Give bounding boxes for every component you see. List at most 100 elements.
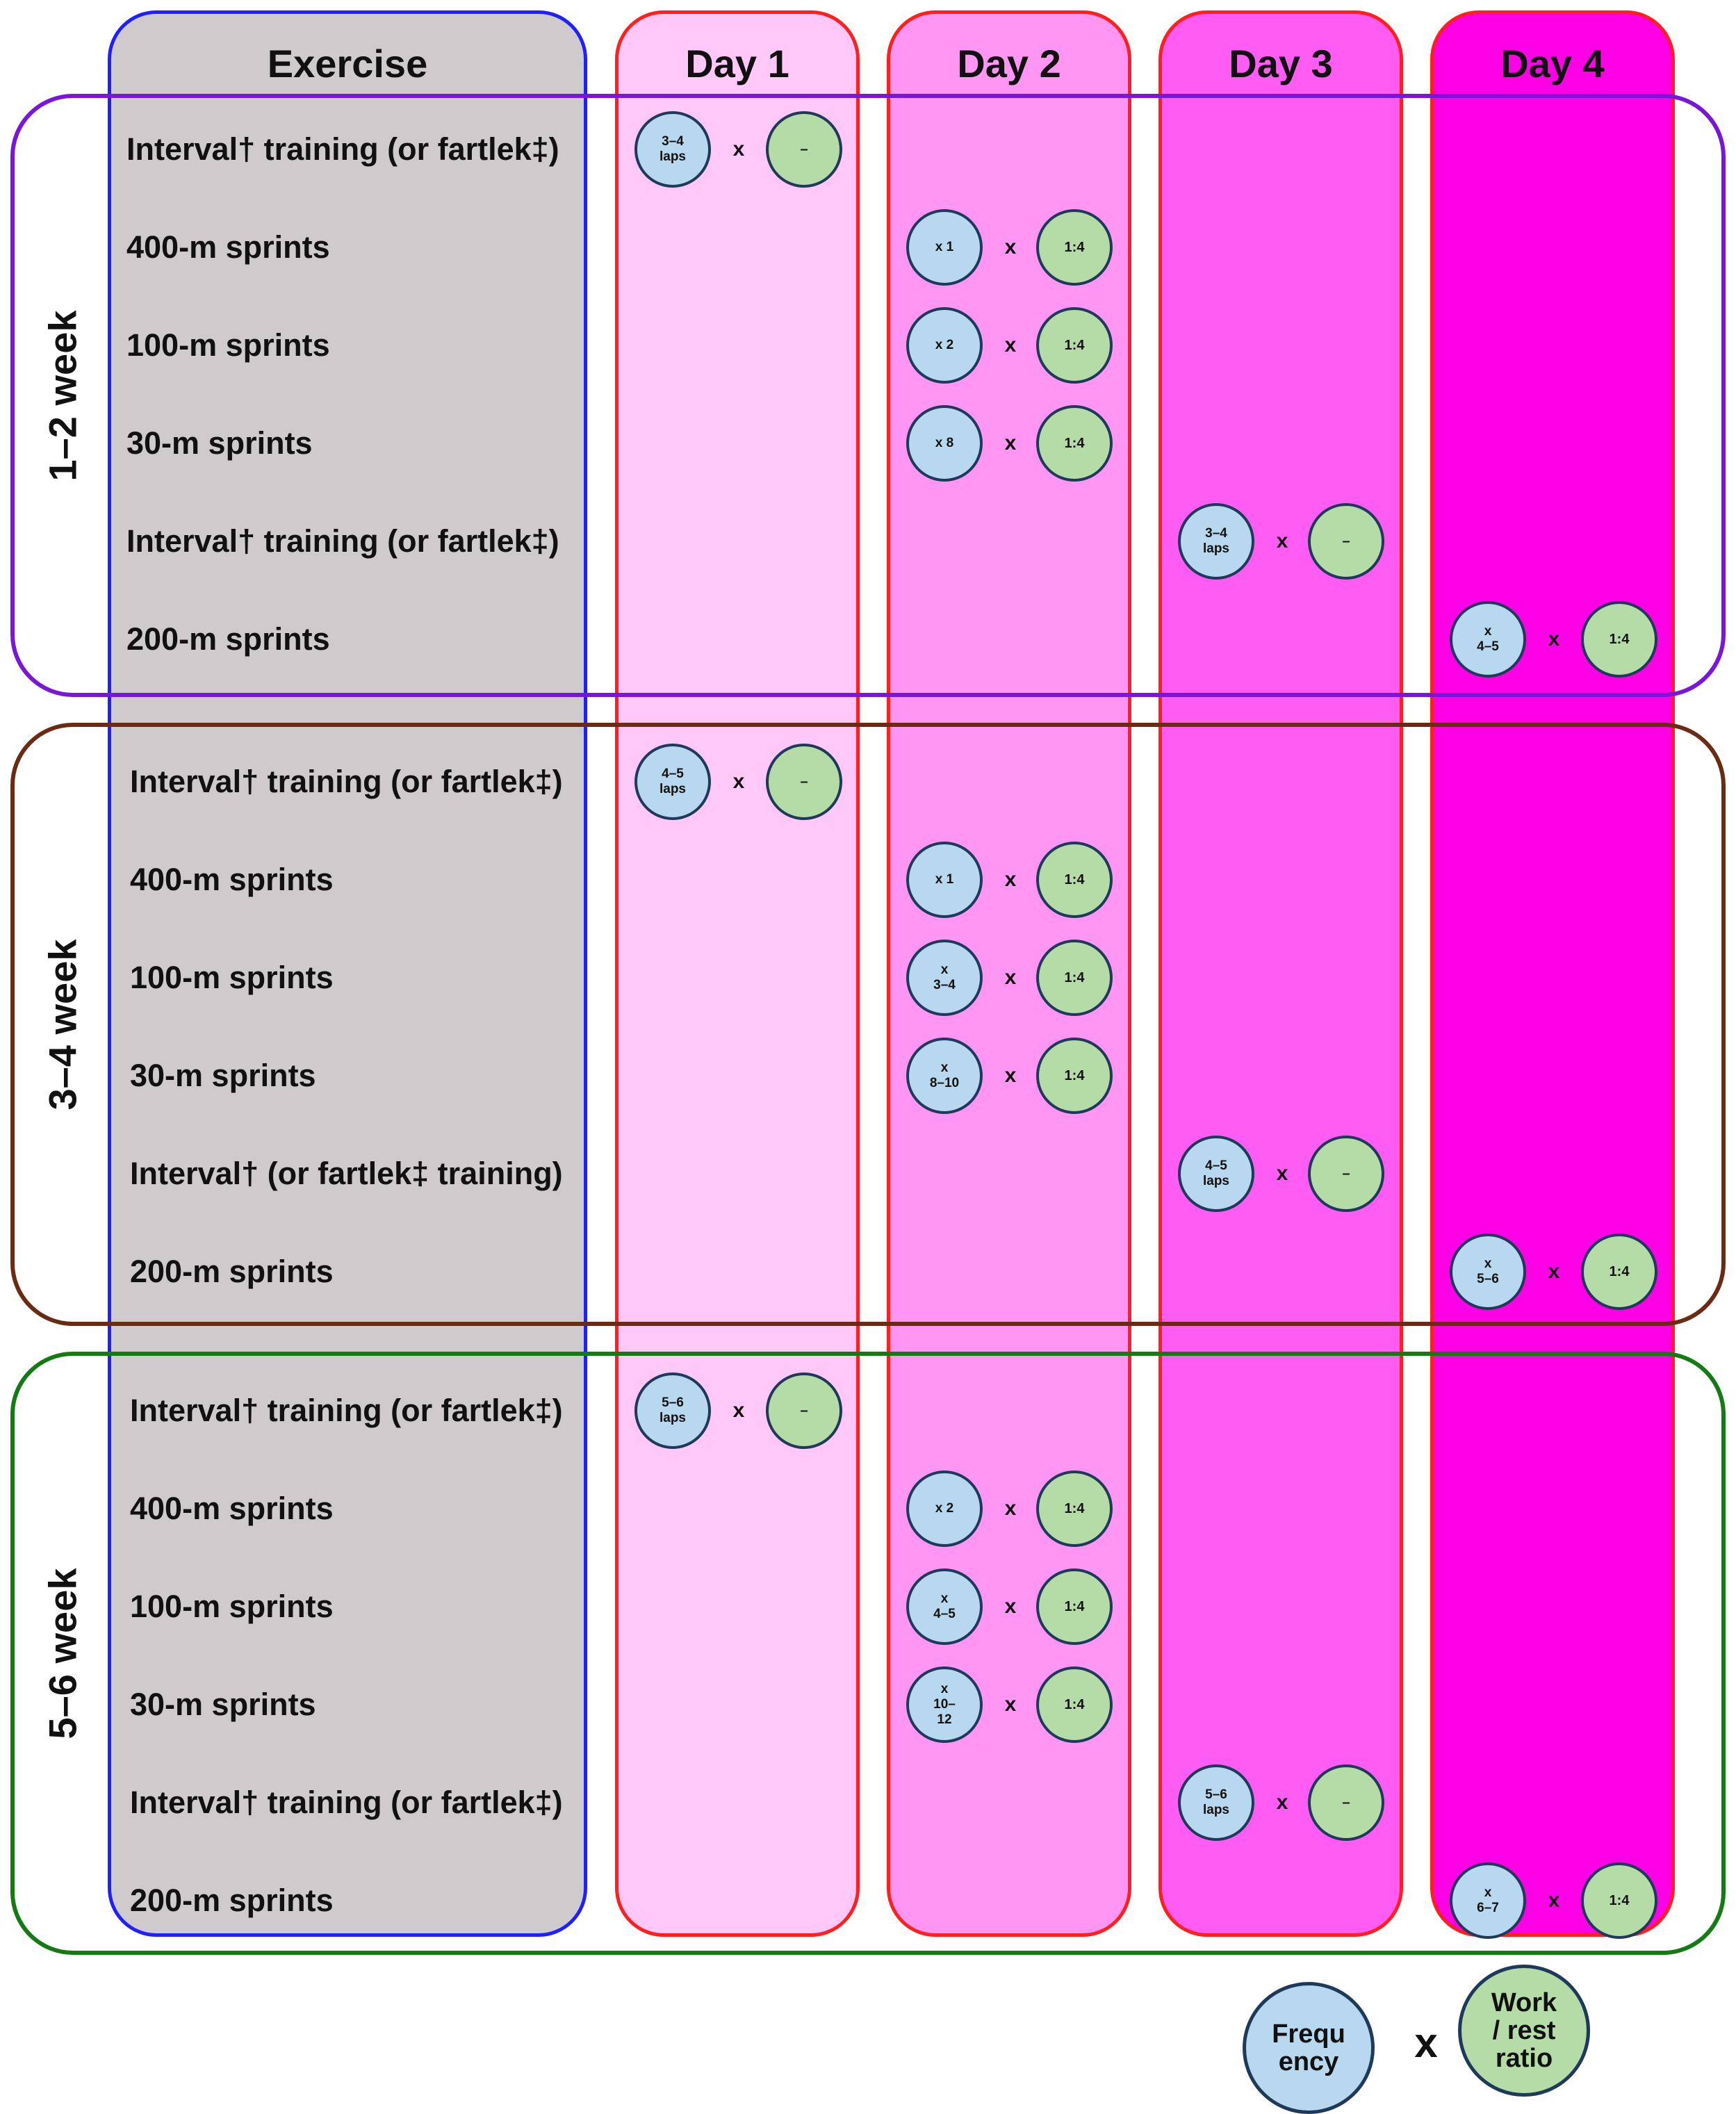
frequency-text: 5–6 bbox=[1205, 1787, 1227, 1802]
ratio-text: – bbox=[1342, 1166, 1350, 1181]
ratio-circle: 1:4 bbox=[1036, 1038, 1113, 1114]
frequency-circle: x 1 bbox=[906, 209, 983, 286]
frequency-text: laps bbox=[659, 149, 687, 164]
multiply-sign: x bbox=[1276, 1791, 1288, 1814]
ratio-text: – bbox=[800, 1403, 808, 1418]
exercise-label: 200-m sprints bbox=[130, 1254, 334, 1289]
ratio-text: 1:4 bbox=[1064, 1068, 1085, 1083]
frequency-text: laps bbox=[1202, 541, 1230, 556]
ratio-text: 1:4 bbox=[1064, 240, 1085, 255]
ratio-text: – bbox=[800, 142, 808, 157]
exercise-label: Interval† (or fartlek‡ training) bbox=[130, 1156, 563, 1191]
exercise-label: 100-m sprints bbox=[130, 1589, 334, 1624]
multiply-sign: x bbox=[1004, 432, 1017, 454]
ratio-text: 1:4 bbox=[1609, 1264, 1630, 1279]
exercise-label: 200-m sprints bbox=[130, 1883, 334, 1918]
multiply-sign: x bbox=[1548, 1260, 1560, 1283]
frequency-text: laps bbox=[1202, 1174, 1230, 1188]
frequency-text: 3–4 bbox=[1205, 526, 1227, 541]
ratio-circle: 1:4 bbox=[1581, 601, 1657, 678]
ratio-text: 1:4 bbox=[1064, 1501, 1085, 1516]
ratio-circle: 1:4 bbox=[1581, 1862, 1657, 1939]
frequency-text: 5–6 bbox=[662, 1395, 684, 1410]
exercise-label: Interval† training (or fartlek‡) bbox=[130, 764, 563, 799]
frequency-text: x 1 bbox=[935, 240, 954, 254]
frequency-text: 10– bbox=[933, 1697, 956, 1712]
day-2-header: Day 2 bbox=[957, 42, 1061, 85]
ratio-circle: 1:4 bbox=[1036, 1470, 1113, 1547]
frequency-text: 4–5 bbox=[1477, 639, 1499, 654]
ratio-circle: 1:4 bbox=[1036, 307, 1113, 384]
frequency-text: 4–5 bbox=[1205, 1158, 1227, 1173]
exercise-label: 400-m sprints bbox=[130, 1491, 334, 1526]
exercise-label: Interval† training (or fartlek‡) bbox=[130, 1785, 563, 1820]
frequency-text: 4–5 bbox=[662, 767, 684, 781]
ratio-circle: – bbox=[1308, 1764, 1384, 1841]
ratio-circle: 1:4 bbox=[1036, 842, 1113, 918]
legend-frequency-circle: Frequ ency bbox=[1243, 1982, 1375, 2114]
multiply-sign: x bbox=[732, 1399, 745, 1422]
legend-ratio-circle: Work / rest ratio bbox=[1458, 1965, 1590, 2097]
week-block-3-frame bbox=[10, 1352, 1726, 1955]
ratio-circle: – bbox=[766, 1373, 842, 1449]
ratio-text: – bbox=[1342, 1795, 1350, 1810]
legend-frequency-line: Frequ bbox=[1272, 2019, 1345, 2049]
frequency-text: x bbox=[940, 1060, 949, 1075]
frequency-text: laps bbox=[659, 782, 687, 796]
exercise-label: 400-m sprints bbox=[130, 862, 334, 897]
frequency-circle: x 8 bbox=[906, 405, 983, 482]
exercise-label: Interval† training (or fartlek‡) bbox=[126, 523, 559, 559]
exercise-label: 400-m sprints bbox=[126, 229, 330, 265]
ratio-circle: 1:4 bbox=[1036, 1666, 1113, 1743]
frequency-text: laps bbox=[1202, 1803, 1230, 1817]
ratio-text: – bbox=[800, 774, 808, 789]
frequency-text: x bbox=[940, 962, 949, 977]
day-3-header: Day 3 bbox=[1229, 42, 1333, 85]
exercise-header: Exercise bbox=[267, 42, 428, 85]
multiply-sign: x bbox=[1004, 868, 1017, 891]
frequency-text: 3–4 bbox=[662, 134, 684, 149]
multiply-sign: x bbox=[1004, 1064, 1017, 1087]
frequency-text: x bbox=[1484, 1256, 1492, 1271]
frequency-text: laps bbox=[659, 1411, 687, 1425]
legend-ratio-line: ratio bbox=[1495, 2044, 1553, 2073]
multiply-sign: x bbox=[1004, 1497, 1017, 1520]
frequency-text: x bbox=[940, 1682, 949, 1696]
ratio-text: 1:4 bbox=[1064, 970, 1085, 985]
ratio-text: 1:4 bbox=[1064, 338, 1085, 353]
legend-ratio-line: Work bbox=[1491, 1988, 1557, 2017]
ratio-circle: 1:4 bbox=[1036, 940, 1113, 1016]
week-label-1: 1–2 week bbox=[40, 310, 85, 481]
frequency-text: 12 bbox=[937, 1712, 952, 1727]
frequency-text: 6–7 bbox=[1477, 1901, 1499, 1915]
multiply-sign: x bbox=[1276, 1162, 1288, 1185]
exercise-label: 200-m sprints bbox=[126, 621, 330, 657]
day-4-header: Day 4 bbox=[1500, 42, 1605, 85]
ratio-circle: – bbox=[766, 744, 842, 820]
week-label-2: 3–4 week bbox=[40, 939, 85, 1110]
day-4-column bbox=[1430, 10, 1675, 1937]
exercise-label: 30-m sprints bbox=[130, 1058, 316, 1093]
ratio-circle: 1:4 bbox=[1036, 209, 1113, 286]
frequency-text: 8–10 bbox=[929, 1076, 960, 1090]
exercise-label: Interval† training (or fartlek‡) bbox=[130, 1393, 563, 1428]
multiply-sign: x bbox=[732, 138, 745, 161]
exercise-label: 30-m sprints bbox=[126, 425, 313, 461]
frequency-text: x 2 bbox=[935, 338, 954, 352]
week-block-1-frame bbox=[10, 94, 1726, 697]
frequency-text: x 1 bbox=[935, 872, 954, 887]
multiply-sign: x bbox=[1548, 1889, 1560, 1912]
multiply-sign: x bbox=[1004, 1595, 1017, 1618]
frequency-text: x 8 bbox=[935, 436, 954, 450]
